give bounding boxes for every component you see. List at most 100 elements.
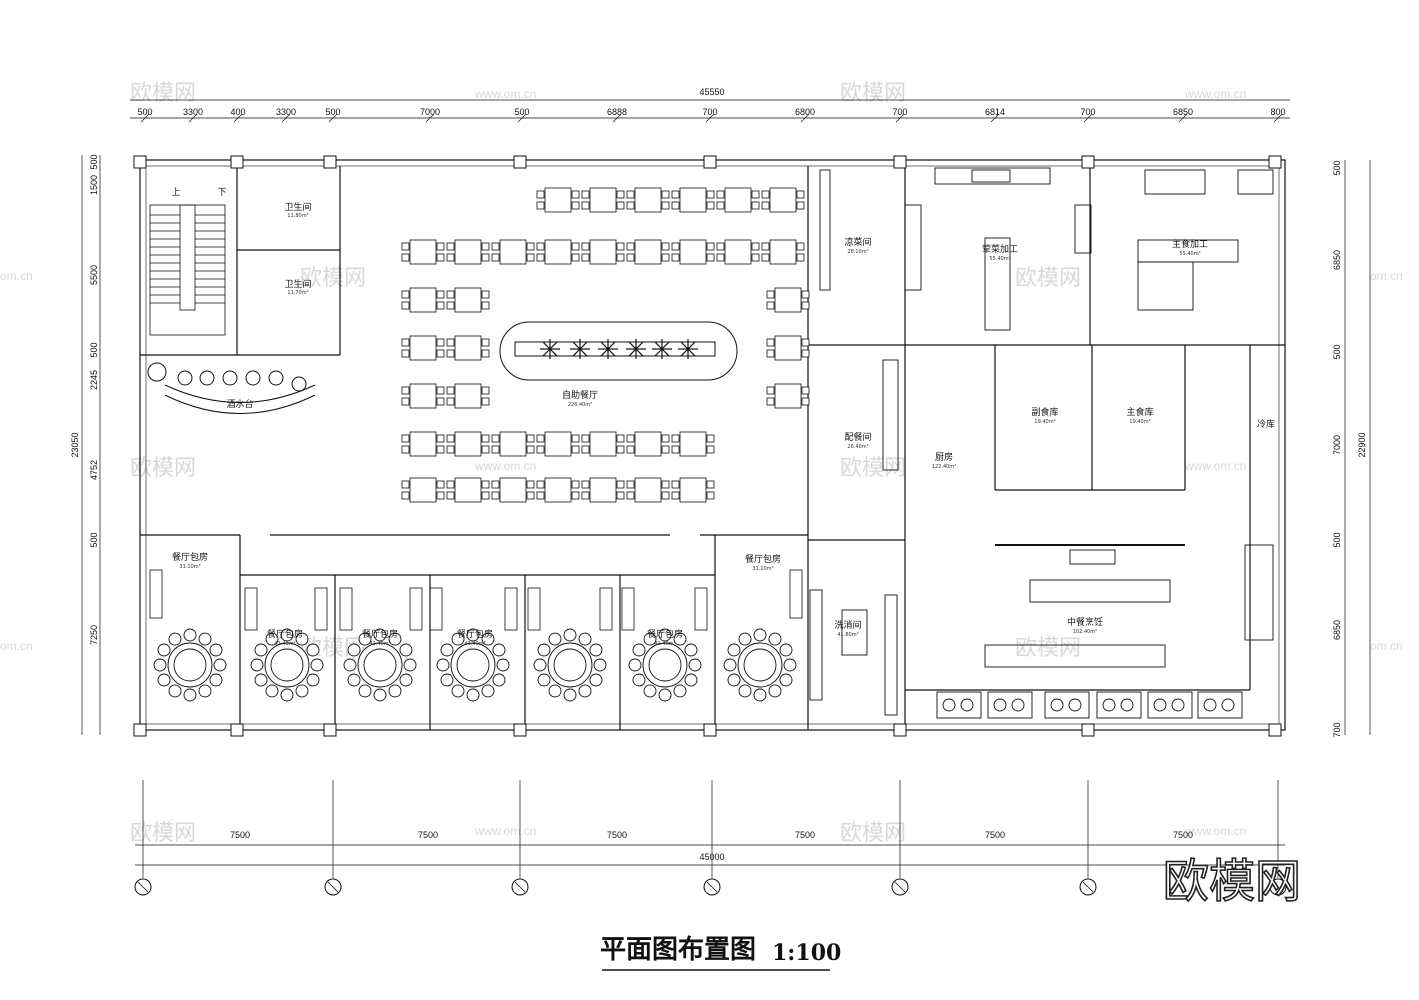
dim-tick xyxy=(188,113,198,123)
round-chair xyxy=(399,673,413,687)
round-chair xyxy=(198,684,212,698)
dining-table xyxy=(761,239,805,265)
burner xyxy=(1050,698,1064,712)
round-chair xyxy=(537,643,551,657)
round-chair xyxy=(563,628,577,642)
round-chair xyxy=(280,688,294,702)
chair xyxy=(491,242,500,251)
round-table-inner xyxy=(363,648,397,682)
chair xyxy=(401,480,410,489)
round-table-inner xyxy=(173,648,207,682)
sofa xyxy=(621,587,635,631)
round-chair xyxy=(673,632,687,646)
stove xyxy=(1044,691,1090,719)
chair xyxy=(796,253,805,262)
round-chair xyxy=(727,673,741,687)
table-top xyxy=(409,383,437,409)
plant-leaf xyxy=(572,348,581,357)
round-chair xyxy=(306,643,320,657)
chair xyxy=(436,397,445,406)
axis-mark xyxy=(514,881,526,893)
dining-table xyxy=(446,477,490,503)
chair xyxy=(661,242,670,251)
chair xyxy=(571,190,580,199)
chair xyxy=(766,301,775,310)
vip2-label: 餐厅包房 xyxy=(362,628,398,640)
sub-store-area: 19.40m² xyxy=(1034,419,1055,425)
chair xyxy=(536,445,545,454)
chair xyxy=(481,480,490,489)
dining-table xyxy=(626,187,670,213)
dim-right: 6850 xyxy=(1332,620,1342,640)
round-chair xyxy=(492,643,506,657)
round-chair xyxy=(403,658,417,672)
round-banquet-tables xyxy=(153,628,797,702)
stove xyxy=(1147,691,1193,719)
dim-tick xyxy=(281,113,291,123)
dining-table xyxy=(766,383,810,409)
chair xyxy=(581,434,590,443)
round-chair xyxy=(388,632,402,646)
table-top xyxy=(409,431,437,457)
table-top xyxy=(589,477,617,503)
table-top xyxy=(679,477,707,503)
chair xyxy=(766,349,775,358)
vip-left-area: 31.10m² xyxy=(179,564,200,570)
watermark-url: www.om.cn xyxy=(474,824,536,838)
plant-leaf xyxy=(600,348,609,357)
round-chair xyxy=(436,658,450,672)
dim-tick xyxy=(517,113,527,123)
dim-bottom: 7500 xyxy=(1173,830,1193,840)
chair xyxy=(491,491,500,500)
chair xyxy=(801,386,810,395)
chair xyxy=(581,201,590,210)
chair xyxy=(616,201,625,210)
chair xyxy=(796,242,805,251)
chair xyxy=(401,386,410,395)
dim-tick xyxy=(895,113,905,123)
table-top xyxy=(724,239,752,265)
table-top xyxy=(634,187,662,213)
chair xyxy=(526,445,535,454)
round-chair xyxy=(280,628,294,642)
main-store-label: 主食库 xyxy=(1126,406,1153,418)
axis-mark xyxy=(137,881,149,893)
dining-table xyxy=(536,187,580,213)
round-chair xyxy=(254,673,268,687)
plant-leaf xyxy=(607,341,616,350)
dining-label: 自助餐厅 xyxy=(562,389,598,401)
column xyxy=(1081,723,1095,737)
round-chair xyxy=(589,673,603,687)
dining-table xyxy=(401,335,445,361)
chair xyxy=(536,491,545,500)
toilet1-area: 11.80m² xyxy=(287,213,308,219)
dining-table xyxy=(626,477,670,503)
kitchen-hall-label: 厨房 xyxy=(935,451,953,463)
kitchen-equipment xyxy=(809,167,1274,719)
round-chair xyxy=(358,684,372,698)
round-chair xyxy=(213,658,227,672)
chair xyxy=(481,491,490,500)
dining-table xyxy=(671,477,715,503)
table-top xyxy=(499,477,527,503)
watermark-text: 欧模网 xyxy=(1015,266,1081,291)
dim-bottom: 7500 xyxy=(230,830,250,840)
dining-table xyxy=(446,383,490,409)
round-chair xyxy=(537,673,551,687)
chair xyxy=(436,434,445,443)
table-top xyxy=(679,239,707,265)
drawing-scale: 1:100 xyxy=(772,940,841,966)
plant-leaf xyxy=(635,341,644,350)
chair xyxy=(626,190,635,199)
round-chair xyxy=(727,643,741,657)
vip4-label: 餐厅包房 xyxy=(647,628,683,640)
table-top xyxy=(544,477,572,503)
dishwash-area: 41.80m² xyxy=(837,632,858,638)
plant-leaf xyxy=(542,348,551,357)
chair xyxy=(446,242,455,251)
dim-tick xyxy=(612,113,622,123)
chair xyxy=(766,290,775,299)
dim-right: 700 xyxy=(1332,722,1342,737)
main-store-area: 19.40m² xyxy=(1129,419,1150,425)
